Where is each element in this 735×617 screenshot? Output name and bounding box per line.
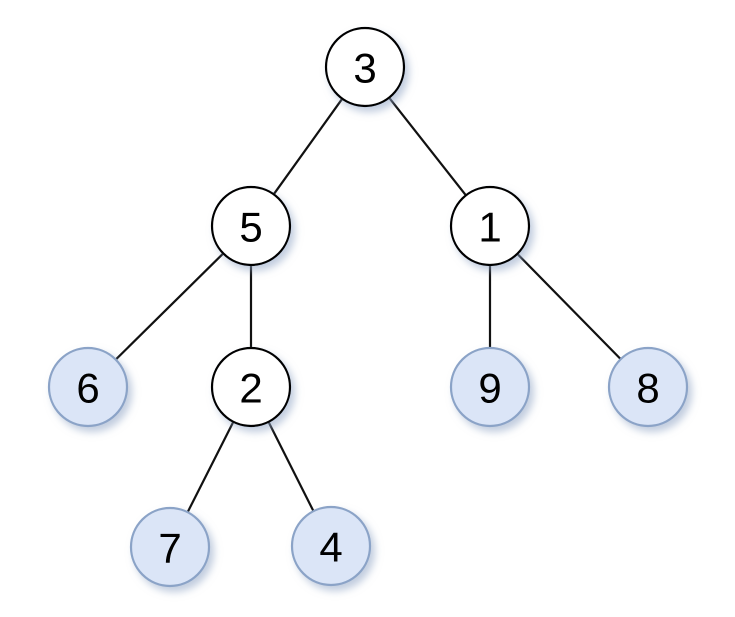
node-circle-4[interactable] <box>290 505 372 587</box>
node-circle-2[interactable] <box>210 346 292 428</box>
node-label-1: 1 <box>478 204 501 251</box>
node-circle-9[interactable] <box>449 346 531 428</box>
tree-node-2[interactable]: 2 <box>210 346 292 428</box>
node-label-7: 7 <box>158 525 181 572</box>
node-label-2: 2 <box>239 365 262 412</box>
node-circle-5[interactable] <box>210 185 292 267</box>
node-label-8: 8 <box>636 365 659 412</box>
tree-node-7[interactable]: 7 <box>129 506 211 588</box>
tree-edge-1-8 <box>516 252 622 361</box>
tree-edge-5-6 <box>114 252 225 361</box>
tree-node-9[interactable]: 9 <box>449 346 531 428</box>
node-label-9: 9 <box>478 365 501 412</box>
tree-edge-3-1 <box>388 96 467 197</box>
tree-node-3[interactable]: 3 <box>324 26 406 108</box>
nodes-layer: 3 5 1 6 2 9 8 7 4 <box>47 26 689 588</box>
tree-edge-2-7 <box>186 420 235 514</box>
node-label-6: 6 <box>76 365 99 412</box>
node-circle-3[interactable] <box>324 26 406 108</box>
tree-node-8[interactable]: 8 <box>607 346 689 428</box>
edges-layer <box>114 96 622 514</box>
tree-node-6[interactable]: 6 <box>47 346 129 428</box>
tree-edge-2-4 <box>267 420 315 513</box>
node-label-4: 4 <box>319 524 342 571</box>
node-label-5: 5 <box>239 204 262 251</box>
node-circle-8[interactable] <box>607 346 689 428</box>
tree-node-4[interactable]: 4 <box>290 505 372 587</box>
node-circle-7[interactable] <box>129 506 211 588</box>
node-circle-6[interactable] <box>47 346 129 428</box>
tree-node-1[interactable]: 1 <box>449 185 531 267</box>
node-label-3: 3 <box>353 45 376 92</box>
node-circle-1[interactable] <box>449 185 531 267</box>
tree-edge-3-5 <box>272 97 344 196</box>
tree-node-5[interactable]: 5 <box>210 185 292 267</box>
